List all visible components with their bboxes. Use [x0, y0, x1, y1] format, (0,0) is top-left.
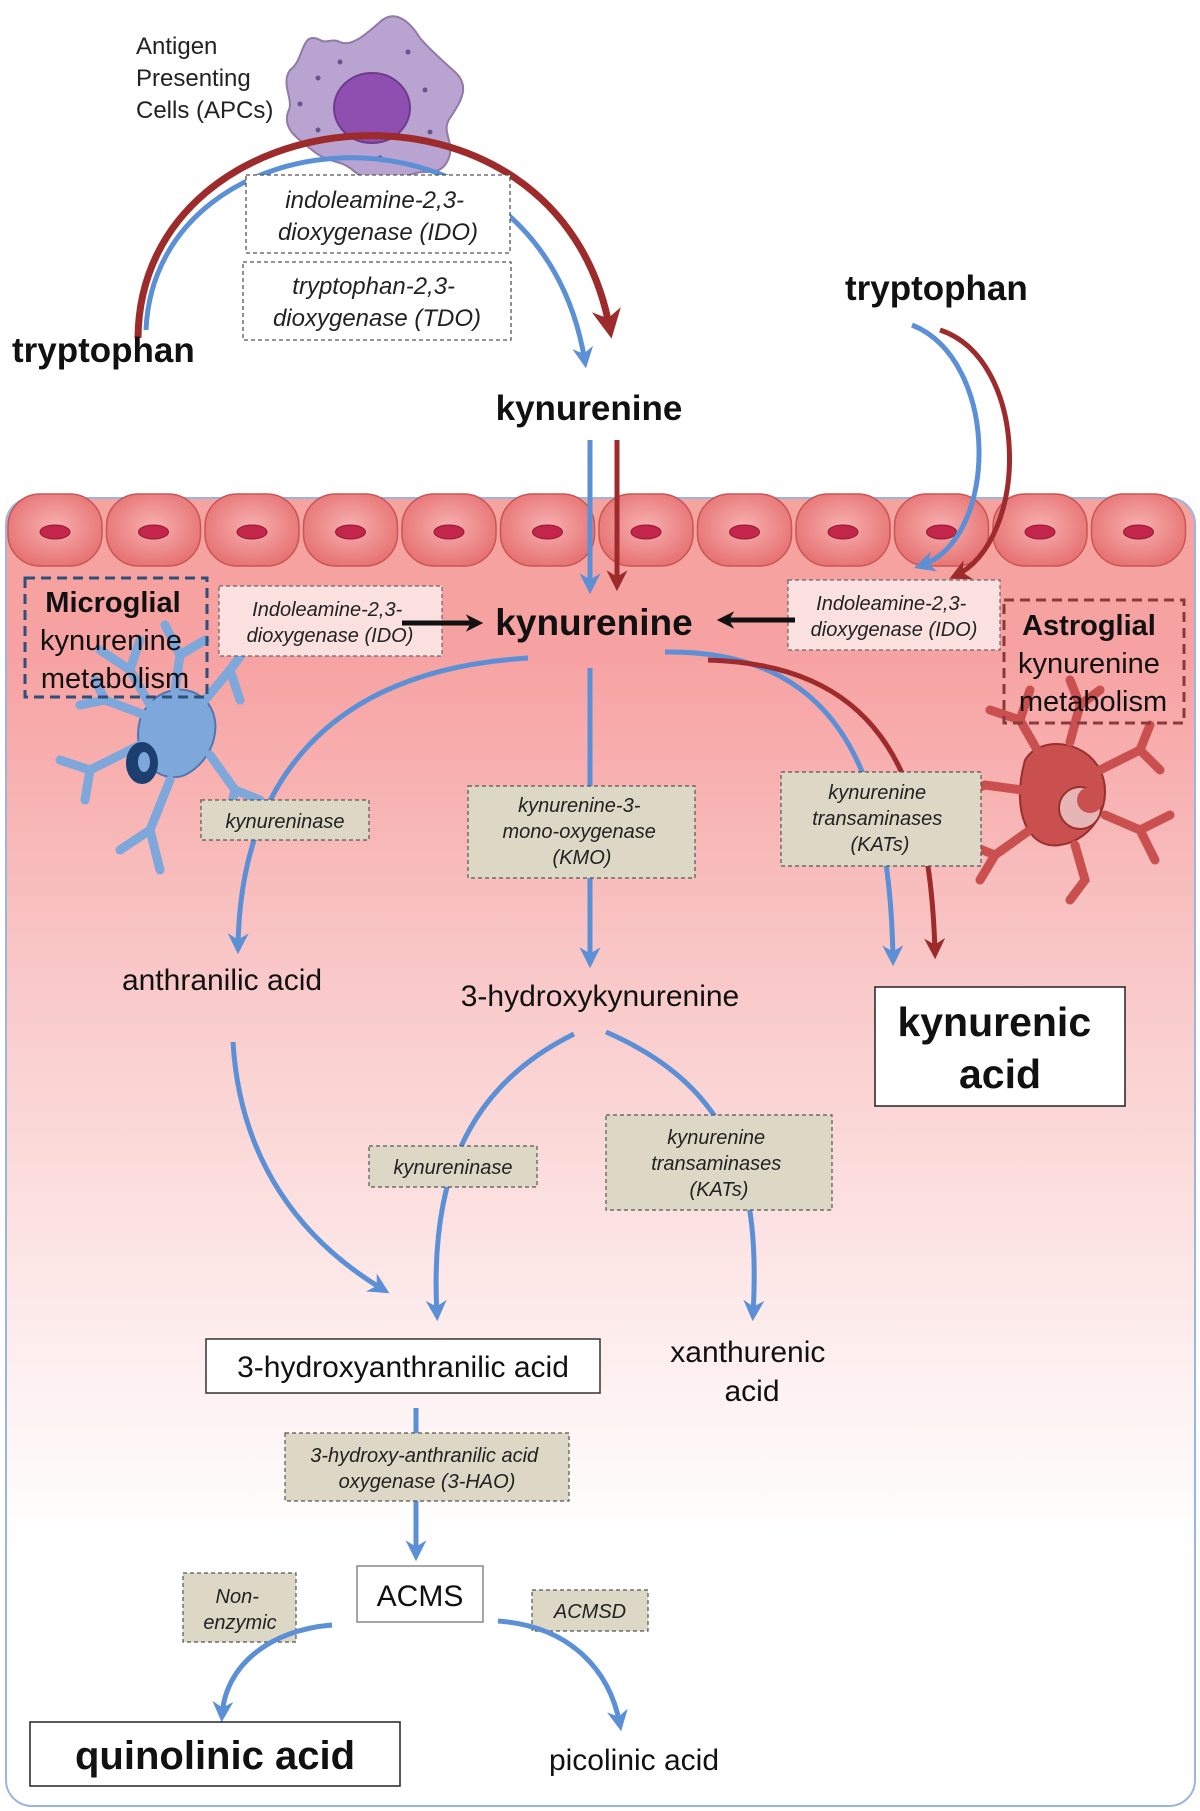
- enzyme-box-kynureninase-mid: [368, 1145, 538, 1188]
- endothelial-cell-nucleus: [1024, 524, 1056, 540]
- quinolinic-acid-label: quinolinic acid: [75, 1734, 355, 1778]
- endothelial-cell-nucleus: [335, 524, 366, 540]
- enzyme-kats-right-text: kynurenine transaminases (KATs): [812, 782, 948, 856]
- endothelial-cell-nucleus: [1123, 524, 1154, 540]
- enzyme-box-ido-top: [245, 174, 511, 254]
- arrow-tryptophan-to-kynurenine-red: [134, 132, 621, 339]
- microglial-label: Microglial kynurenine metabolism: [40, 587, 190, 695]
- endothelial-cell-nucleus: [236, 524, 268, 540]
- acms-label: ACMS: [377, 1580, 464, 1613]
- enzyme-tdo-top-text: tryptophan-2,3- dioxygenase (TDO): [273, 273, 481, 332]
- endothelial-cell-nucleus: [630, 524, 662, 540]
- arrow-kynurenine-to-anthranilic: [227, 655, 529, 955]
- enzyme-3hao-text: 3-hydroxy-anthranilic acid oxygenase (3-…: [310, 1445, 543, 1493]
- antigen-presenting-cell: [285, 15, 465, 182]
- kynurenine-top-label: kynurenine: [496, 389, 683, 428]
- enzyme-box-acmsd: [531, 1589, 649, 1632]
- arrow-anthranilic-to-3haa: [230, 1041, 390, 1294]
- enzyme-kynureninase-mid-text: kynureninase: [394, 1157, 513, 1179]
- endothelial-cell-nucleus: [39, 524, 71, 540]
- arrow-tryptophan-right-red: [939, 327, 1012, 580]
- endothelial-cell-nucleus: [138, 524, 169, 540]
- endothelial-cell-nucleus: [433, 524, 465, 540]
- enzyme-box-kmo: [467, 785, 696, 879]
- enzyme-ido-right-text: Indoleamine-2,3- dioxygenase (IDO): [811, 593, 978, 641]
- astroglial-label-box: [1002, 598, 1186, 725]
- quinolinic-acid-box: [29, 1721, 401, 1787]
- enzyme-box-3hao: [284, 1432, 570, 1502]
- arrow-tryptophan-to-kynurenine-blue: [143, 155, 594, 369]
- enzyme-acmsd-text: ACMSD: [553, 1601, 626, 1623]
- enzyme-box-kats-right: [780, 771, 982, 867]
- endothelial-cell-nucleus: [532, 524, 563, 540]
- enzyme-ido-left-text: Indoleamine-2,3- dioxygenase (IDO): [247, 599, 414, 647]
- arrow-acms-to-picolinic: [497, 1618, 628, 1732]
- 3-hydroxykynurenine-label: 3-hydroxykynurenine: [461, 980, 739, 1013]
- tryptophan-right-label: tryptophan: [845, 269, 1028, 308]
- endothelial-cell-nucleus: [827, 524, 859, 540]
- microglial-label-box: [23, 576, 209, 699]
- enzyme-box-non-enzymic: [182, 1572, 297, 1643]
- arrow-tryptophan-right-blue: [911, 322, 982, 572]
- enzyme-box-kats-mid: [605, 1114, 833, 1211]
- endothelial-cell-nucleus: [926, 524, 957, 540]
- tryptophan-left-label: tryptophan: [12, 331, 195, 370]
- enzyme-kmo-text: kynurenine-3- mono-oxygenase (KMO): [503, 795, 662, 869]
- kynurenic-acid-box: [874, 986, 1126, 1107]
- acms-box: [356, 1565, 484, 1623]
- arrow-acms-to-quinolinic: [212, 1622, 333, 1723]
- endothelial-cell-nucleus: [729, 524, 760, 540]
- picolinic-acid-label: picolinic acid: [549, 1744, 719, 1777]
- enzyme-box-kynureninase-left: [200, 799, 370, 841]
- 3-hydroxyanthranilic-acid-box: [205, 1338, 601, 1394]
- arrow-kynurenine-to-kynurenic-blue: [664, 649, 904, 967]
- xanthurenic-acid-label: xanthurenic acid: [670, 1336, 833, 1408]
- arrow-kynurenine-to-kynurenic-red: [707, 657, 946, 960]
- endothelial-cell-layer: [7, 493, 1187, 567]
- enzyme-ido-top-text: indoleamine-2,3- dioxygenase (IDO): [278, 187, 478, 246]
- enzyme-non-enzymic-text: Non- enzymic: [203, 1586, 276, 1634]
- enzyme-kats-mid-text: kynurenine transaminases (KATs): [651, 1127, 787, 1201]
- kynurenic-acid-label: kynurenic acid: [897, 999, 1102, 1097]
- 3-hydroxyanthranilic-acid-label: 3-hydroxyanthranilic acid: [237, 1351, 569, 1384]
- enzyme-box-tdo-top: [242, 261, 512, 341]
- microglia-cell: [55, 620, 265, 875]
- enzyme-kynureninase-left-text: kynureninase: [226, 811, 345, 833]
- anthranilic-acid-label: anthranilic acid: [122, 964, 322, 997]
- astroglial-label: Astroglial kynurenine metabolism: [1018, 610, 1168, 718]
- enzyme-box-ido-right: [787, 579, 1001, 651]
- apc-label: Antigen Presenting Cells (APCs): [136, 33, 273, 124]
- kynurenine-main-label: kynurenine: [495, 602, 692, 643]
- astrocyte-cell: [955, 675, 1175, 905]
